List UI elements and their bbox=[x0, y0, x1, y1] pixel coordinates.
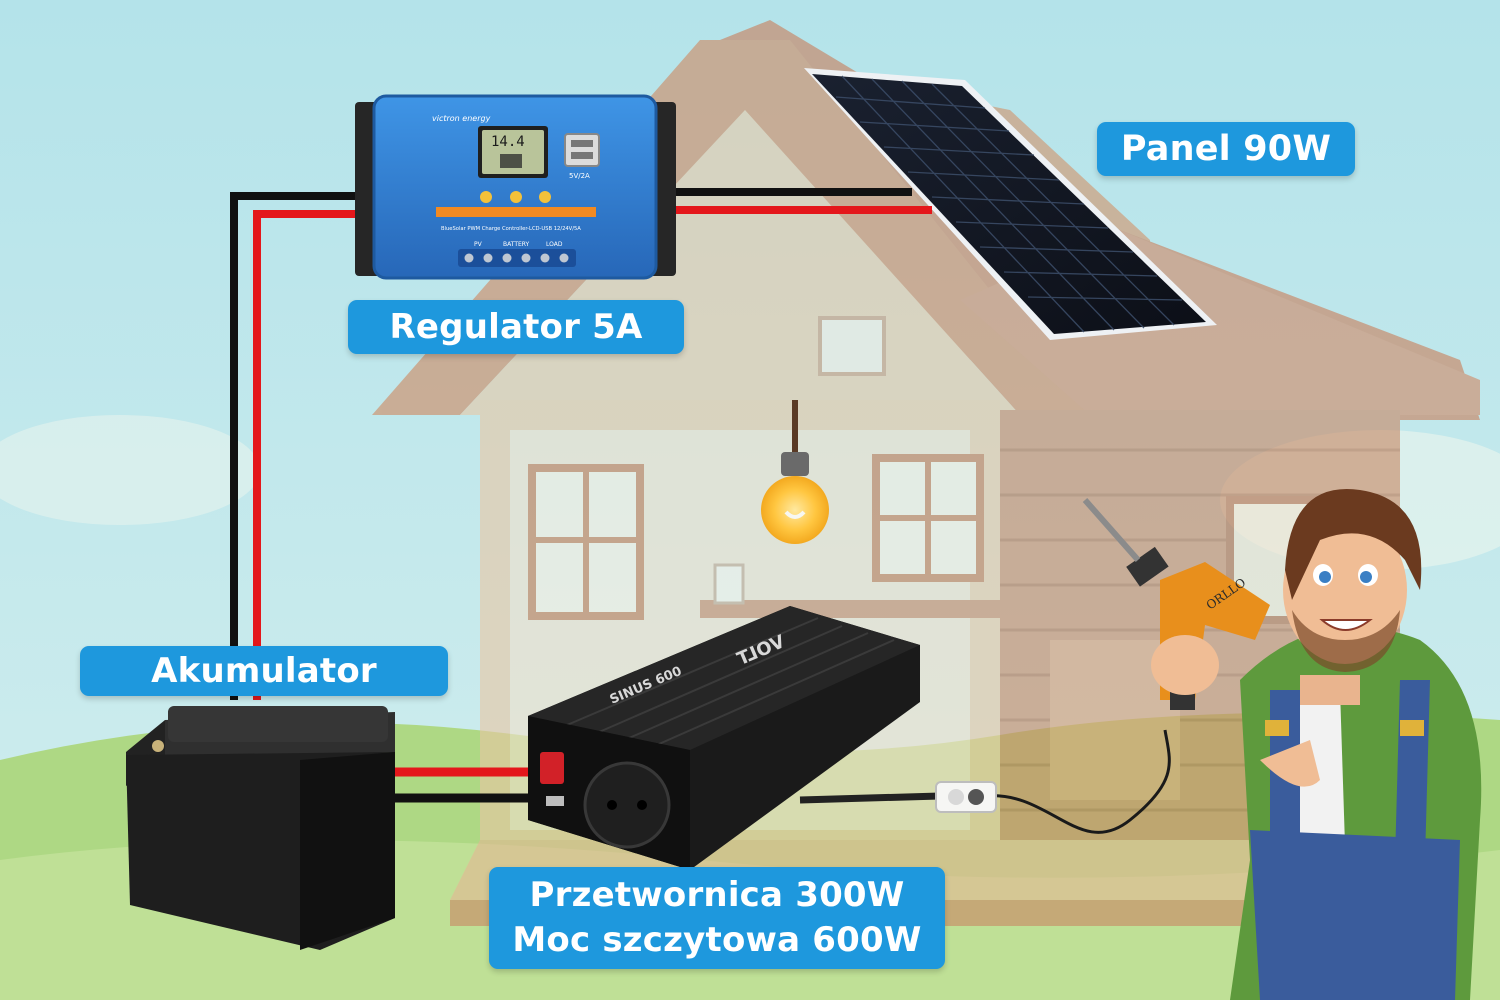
label-inverter: Przetwornica 300W Moc szczytowa 600W bbox=[489, 867, 945, 969]
regulator-terminal-battery: BATTERY bbox=[503, 241, 530, 248]
regulator-model-text: BlueSolar PWM Charge Controller-LCD-USB … bbox=[441, 226, 581, 232]
regulator-lcd-value: 14.4 bbox=[491, 134, 525, 150]
wire-positive-battery-regulator bbox=[253, 210, 365, 700]
wiring bbox=[230, 188, 1171, 834]
label-inverter-peak-power: Moc szczytowa 600W bbox=[512, 920, 922, 960]
solar-panel bbox=[804, 68, 1217, 340]
battery bbox=[126, 706, 395, 950]
light-bulb-icon bbox=[761, 400, 829, 544]
drill-cable bbox=[984, 729, 1171, 834]
regulator-brand: victron energy bbox=[432, 114, 491, 123]
label-solar-panel: Panel 90W bbox=[1097, 122, 1355, 176]
technician-illustration: ORLLO bbox=[1082, 489, 1482, 1000]
regulator-terminal-pv: PV bbox=[474, 241, 483, 248]
label-inverter-power: Przetwornica 300W bbox=[529, 875, 905, 916]
regulator-terminal-load: LOAD bbox=[546, 241, 563, 248]
wire-inverter-socket bbox=[799, 792, 941, 804]
charge-regulator: victron energy 14.4 5V/2A BlueSolar PWM … bbox=[355, 94, 676, 280]
inverter: SINUS 600 VOLT bbox=[528, 606, 920, 870]
wire-negative-battery-regulator bbox=[230, 192, 365, 700]
regulator-usb-label: 5V/2A bbox=[569, 172, 590, 180]
label-battery: Akumulator bbox=[80, 646, 448, 696]
label-charge-regulator: Regulator 5A bbox=[348, 300, 684, 354]
wall-socket bbox=[935, 781, 997, 813]
